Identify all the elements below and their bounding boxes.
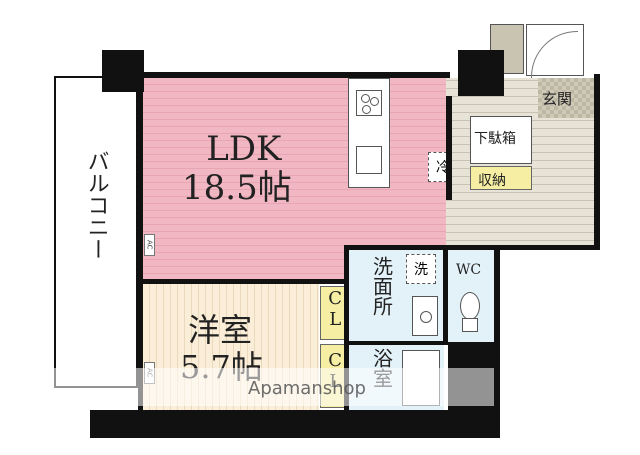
watermark: Apamanshop <box>248 378 366 399</box>
yoshitsu-floor <box>143 284 319 432</box>
storage-box <box>470 166 532 190</box>
sink-icon <box>356 146 382 174</box>
wall-left <box>138 78 143 434</box>
washbasin-icon <box>412 296 438 336</box>
wall-bottom <box>90 410 500 438</box>
wall-washroom-bath <box>348 341 448 345</box>
yoshitsu-name: 洋室 <box>188 311 253 349</box>
washer-space: 洗 <box>406 254 436 284</box>
ldk-size: 18.5帖 <box>182 168 292 209</box>
washroom-label: 洗面所 <box>369 256 394 316</box>
storage-label: 収納 <box>478 173 506 189</box>
genkan-floor <box>538 78 594 118</box>
shoe-box-label: 下駄箱 <box>474 131 516 147</box>
wc-label: WC <box>456 262 482 278</box>
ldk-name: LDK <box>206 129 282 169</box>
wall-washroom-wc <box>443 250 448 344</box>
wall-ldk-bottom <box>143 279 348 284</box>
wall-entry-right <box>594 74 600 250</box>
stove-icon <box>356 90 382 116</box>
wall-ldk-right <box>446 96 452 200</box>
ldk-label: LDK 18.5帖 <box>182 129 292 208</box>
genkan-label: 玄関 <box>542 90 573 108</box>
pillar-top-left <box>102 50 144 92</box>
wall-core-right <box>494 246 500 434</box>
pillar-top-right <box>458 50 504 96</box>
wall-core-left <box>344 246 349 434</box>
wall-core-top <box>344 245 496 250</box>
closet-1-label: CL <box>324 288 346 330</box>
balcony-label: バルコニー <box>83 150 109 260</box>
washer-label: 洗 <box>414 262 428 278</box>
watermark-band <box>52 368 494 406</box>
aircon-ldk: AC <box>144 234 155 256</box>
balcony-area <box>54 76 138 388</box>
entrance-door <box>526 24 584 78</box>
toilet-icon <box>458 292 480 332</box>
shoe-box <box>470 116 532 164</box>
wall-entry-bottom <box>448 245 600 250</box>
closet-1 <box>320 286 346 340</box>
wall-top-ldk <box>138 72 450 78</box>
